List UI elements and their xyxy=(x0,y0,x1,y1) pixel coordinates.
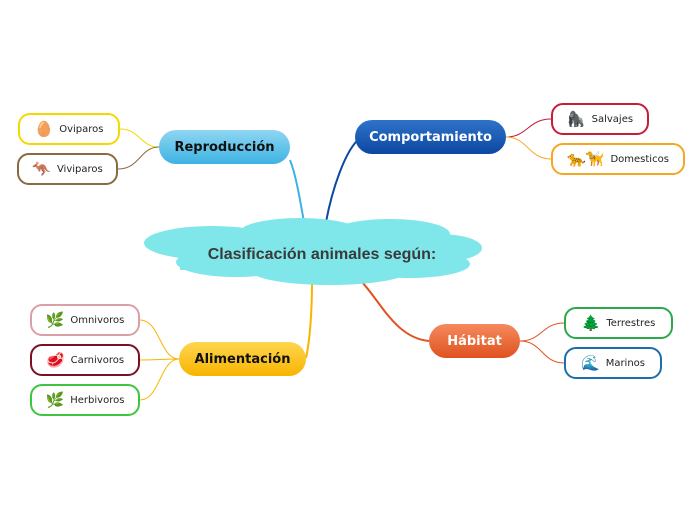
subtopic-salvajes-label: Salvajes xyxy=(591,113,634,125)
meat-icon: 🥩 xyxy=(45,350,65,369)
herb-icon: 🌿 xyxy=(45,310,65,329)
subtopic-herbivoros[interactable]: 🌿 Herbivoros xyxy=(30,384,140,416)
subtopic-omnivoros-label: Omnivoros xyxy=(70,314,125,326)
subtopic-terrestres[interactable]: 🌲 Terrestres xyxy=(564,307,673,339)
central-cloud xyxy=(144,218,482,285)
connector-omnivoros xyxy=(139,319,180,360)
connector-viviparos xyxy=(117,146,160,170)
connector-salvajes xyxy=(505,118,552,138)
subtopic-carnivoros-label: Carnivoros xyxy=(70,354,125,366)
subtopic-herbivoros-label: Herbivoros xyxy=(70,394,125,406)
connector-marinos xyxy=(519,340,565,364)
gorilla-icon: 🦍 xyxy=(566,109,586,128)
subtopic-domesticos[interactable]: 🐆🦮 Domesticos xyxy=(551,143,685,175)
tree-icon: 🌲 xyxy=(581,313,601,332)
topic-alimentacion[interactable]: Alimentación xyxy=(179,342,306,376)
topic-habitat[interactable]: Hábitat xyxy=(429,324,520,358)
connector-habitat xyxy=(359,279,430,342)
subtopic-viviparos-label: Viviparos xyxy=(56,163,103,175)
connector-herbivoros xyxy=(139,358,180,401)
connector-comportamiento xyxy=(325,137,361,223)
connector-alimentacion xyxy=(305,281,313,359)
subtopic-viviparos[interactable]: 🦘 Viviparos xyxy=(17,153,118,185)
egg-icon: 🥚 xyxy=(34,119,54,138)
connector-reproduccion xyxy=(289,159,305,223)
subtopic-oviparos-label: Oviparos xyxy=(59,123,104,135)
subtopic-domesticos-label: Domesticos xyxy=(610,153,669,165)
subtopic-omnivoros[interactable]: 🌿 Omnivoros xyxy=(30,304,140,336)
subtopic-oviparos[interactable]: 🥚 Oviparos xyxy=(18,113,120,145)
central-topic-title[interactable]: Clasificación animales según: xyxy=(207,246,437,263)
topic-comportamiento[interactable]: Comportamiento xyxy=(355,120,506,154)
leopard-guide-dog-icon: 🐆🦮 xyxy=(567,149,605,168)
subtopic-marinos-label: Marinos xyxy=(605,357,645,369)
herb-icon: 🌿 xyxy=(45,390,65,409)
subtopic-marinos[interactable]: 🌊 Marinos xyxy=(564,347,662,379)
wave-icon: 🌊 xyxy=(581,353,600,372)
subtopic-terrestres-label: Terrestres xyxy=(606,317,656,329)
connector-domesticos xyxy=(505,136,552,160)
connector-terrestres xyxy=(519,322,565,342)
kangaroo-icon: 🦘 xyxy=(32,159,51,178)
connector-oviparos xyxy=(119,128,160,148)
connector-carnivoros xyxy=(139,358,180,361)
subtopic-salvajes[interactable]: 🦍 Salvajes xyxy=(551,103,649,135)
subtopic-carnivoros[interactable]: 🥩 Carnivoros xyxy=(30,344,140,376)
topic-reproduccion[interactable]: Reproducción xyxy=(159,130,290,164)
